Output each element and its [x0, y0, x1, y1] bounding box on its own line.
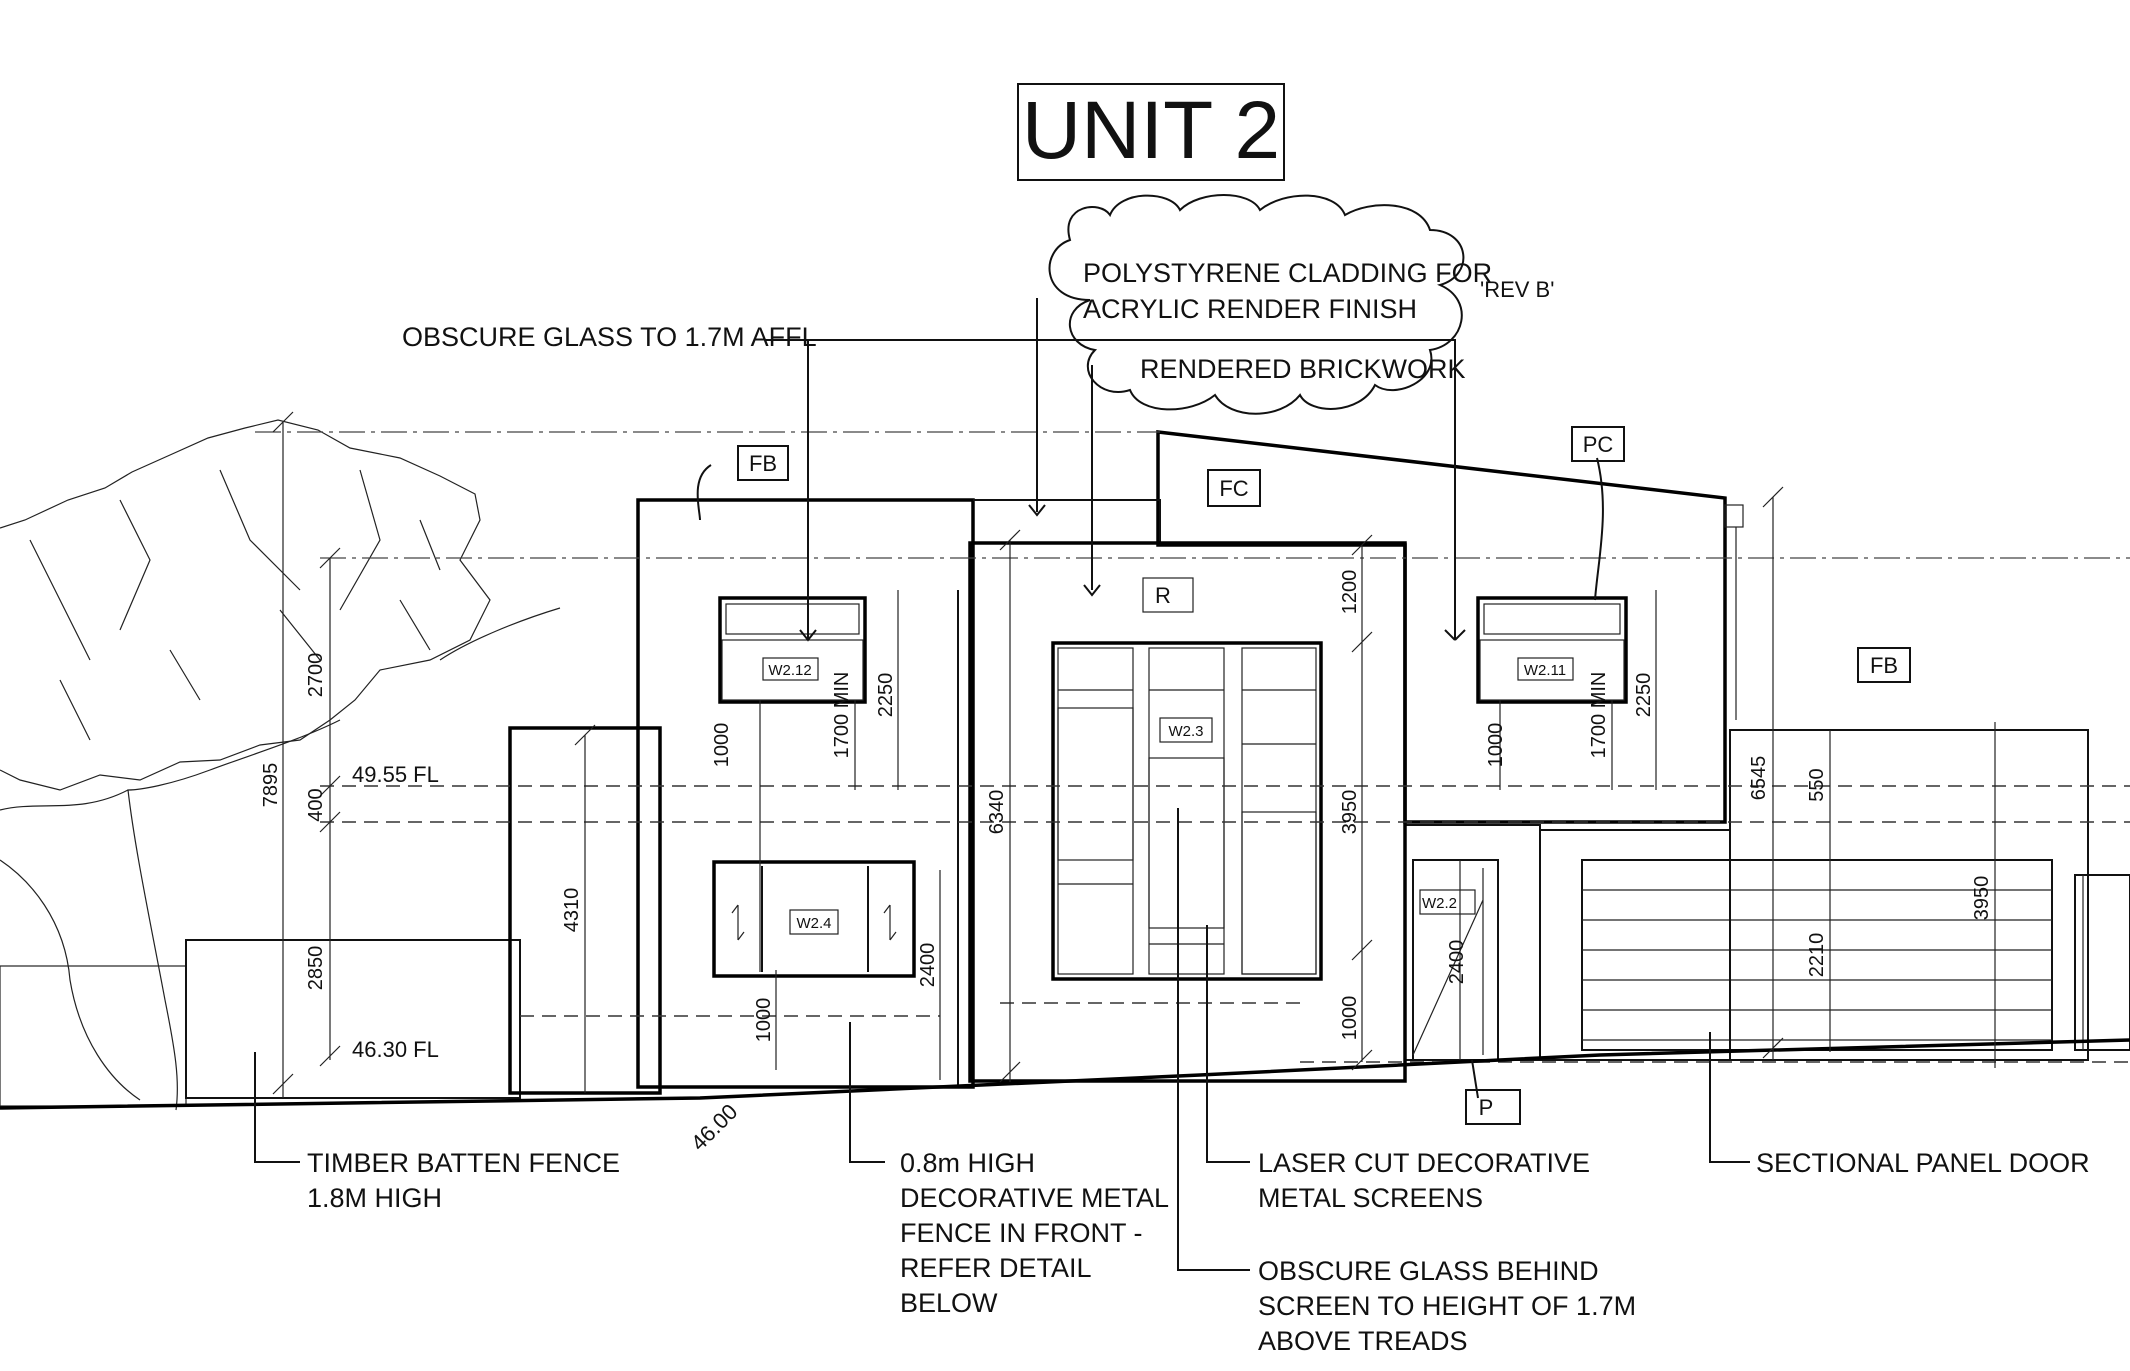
- leader-lines: [254, 298, 1750, 1271]
- dim-3950-garage: 3950: [1971, 876, 1993, 921]
- dim-1200: 1200: [1339, 570, 1361, 615]
- revision-label: 'REV B': [1480, 277, 1554, 302]
- window-tag-w2-2: W2.2: [1422, 895, 1457, 912]
- dim-1000-lower-left: 1000: [753, 998, 775, 1043]
- svg-text:FB: FB: [749, 451, 777, 476]
- dim-6340: 6340: [986, 790, 1008, 835]
- central-render-volume: [968, 541, 1407, 1083]
- note-metal-fence-4: REFER DETAIL: [900, 1253, 1092, 1283]
- window-tag-w2-12: W2.12: [762, 657, 819, 681]
- svg-text:W2.3: W2.3: [1168, 723, 1203, 740]
- cloud-note-line-2: ACRYLIC RENDER FINISH: [1083, 294, 1417, 324]
- material-tag-fb-right: FB: [1857, 647, 1911, 683]
- note-sectional-door: SECTIONAL PANEL DOOR: [1756, 1148, 2090, 1178]
- dim-400: 400: [305, 788, 327, 821]
- cloud-note-line-1: POLYSTYRENE CLADDING FOR: [1083, 258, 1492, 288]
- dim-1000-upper-left: 1000: [711, 723, 733, 768]
- svg-text:W2.4: W2.4: [796, 915, 831, 932]
- dim-1000-right: 1000: [1485, 723, 1507, 768]
- svg-text:PC: PC: [1583, 432, 1614, 457]
- window-tag-w2-3: W2.3: [1159, 717, 1213, 743]
- dimension-lines: [272, 411, 1996, 1098]
- cloud-note-rendered-brickwork: RENDERED BRICKWORK: [1140, 354, 1466, 384]
- level-46-30-fl: 46.30 FL: [352, 1037, 439, 1062]
- boundary-fence-left: [0, 939, 521, 1107]
- svg-text:FC: FC: [1219, 476, 1248, 501]
- dim-2210: 2210: [1806, 933, 1828, 978]
- dim-2400-left: 2400: [917, 943, 939, 988]
- dim-1000-centre: 1000: [1339, 996, 1361, 1041]
- note-timber-fence-1: TIMBER BATTEN FENCE: [307, 1148, 620, 1178]
- dimension-values: 7895 2700 400 2850 1000 1700 MIN 2250 43…: [260, 570, 1993, 1043]
- level-49-55-fl: 49.55 FL: [352, 762, 439, 787]
- level-46-00: 46.00: [686, 1099, 743, 1156]
- level-lines: [255, 431, 2130, 1063]
- material-tag-p: P: [1465, 1089, 1521, 1125]
- window-w2-4: [712, 860, 916, 978]
- dim-2250-left: 2250: [875, 673, 897, 718]
- window-w2-11: [1476, 596, 1628, 704]
- note-laser-cut-1: LASER CUT DECORATIVE: [1258, 1148, 1590, 1178]
- dim-550: 550: [1806, 768, 1828, 801]
- left-brick-volume: [508, 498, 1161, 1095]
- dim-2250-right: 2250: [1633, 673, 1655, 718]
- revision-cloud: [1048, 194, 1465, 415]
- note-metal-fence-3: FENCE IN FRONT -: [900, 1218, 1143, 1248]
- window-w2-3: [1051, 641, 1323, 981]
- window-tag-w2-4: W2.4: [789, 909, 839, 935]
- svg-text:W2.2: W2.2: [1422, 895, 1457, 912]
- note-metal-fence-5: BELOW: [900, 1288, 998, 1318]
- dim-2400-porch: 2400: [1446, 940, 1468, 985]
- dim-1700-min-right: 1700 MIN: [1588, 672, 1610, 759]
- note-metal-fence-1: 0.8m HIGH: [900, 1148, 1035, 1178]
- note-obscure-behind-2: SCREEN TO HEIGHT OF 1.7M: [1258, 1291, 1636, 1321]
- entry-porch: [1404, 824, 1541, 1061]
- svg-text:R: R: [1155, 583, 1171, 608]
- window-w2-12: [718, 596, 867, 704]
- svg-text:FB: FB: [1870, 653, 1898, 678]
- note-obscure-glass: OBSCURE GLASS TO 1.7M AFFL: [402, 322, 817, 352]
- svg-text:P: P: [1479, 1095, 1494, 1120]
- window-tag-w2-11: W2.11: [1517, 657, 1574, 681]
- ground-line: [0, 1038, 2130, 1110]
- garage-wall: [1539, 729, 2130, 1061]
- note-metal-fence-2: DECORATIVE METAL: [900, 1183, 1169, 1213]
- note-obscure-behind-1: OBSCURE GLASS BEHIND: [1258, 1256, 1599, 1286]
- title-block: UNIT 2: [1017, 83, 1285, 181]
- dim-2700: 2700: [305, 653, 327, 698]
- note-timber-fence-2: 1.8M HIGH: [307, 1183, 442, 1213]
- dim-2850: 2850: [305, 946, 327, 991]
- unit-title: UNIT 2: [1022, 85, 1280, 176]
- tree-outline: [0, 419, 561, 1111]
- material-tag-fb-left: FB: [737, 445, 789, 481]
- svg-text:W2.11: W2.11: [1524, 662, 1566, 679]
- note-laser-cut-2: METAL SCREENS: [1258, 1183, 1483, 1213]
- dim-7895: 7895: [260, 763, 282, 808]
- dim-1700-min-left: 1700 MIN: [831, 672, 853, 759]
- material-tag-r: R: [1142, 577, 1194, 613]
- dim-6545: 6545: [1748, 756, 1770, 801]
- material-tag-fc: FC: [1207, 469, 1261, 507]
- svg-text:W2.12: W2.12: [768, 662, 811, 679]
- material-tag-pc: PC: [1571, 426, 1625, 462]
- dim-3950-centre: 3950: [1339, 790, 1361, 835]
- note-obscure-behind-3: ABOVE TREADS: [1258, 1326, 1468, 1356]
- dim-4310: 4310: [561, 888, 583, 933]
